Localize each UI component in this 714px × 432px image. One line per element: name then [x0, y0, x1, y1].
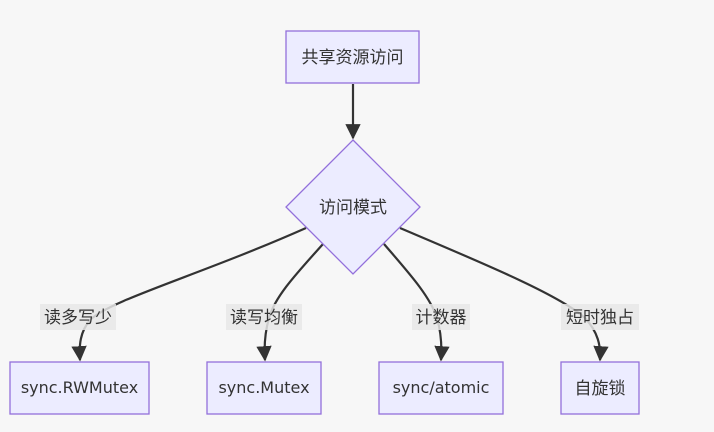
node-rwmutex[interactable]: sync.RWMutex: [9, 361, 150, 415]
edge-decision-to-spinlock: [399, 226, 609, 362]
edge-label-short-exclusive: 短时独占: [561, 304, 639, 330]
node-mutex[interactable]: sync.Mutex: [206, 361, 322, 415]
node-atomic-label: sync/atomic: [393, 378, 490, 397]
edge-label-balanced: 读写均衡: [226, 304, 302, 330]
edge-label-short-exclusive-text: 短时独占: [566, 308, 634, 328]
edge-label-counter: 计数器: [412, 304, 470, 330]
edge-label-counter-text: 计数器: [416, 308, 467, 328]
node-rwmutex-label: sync.RWMutex: [21, 378, 138, 397]
edge-label-balanced-text: 读写均衡: [230, 308, 298, 328]
node-decision-label: 访问模式: [319, 198, 387, 218]
node-mutex-label: sync.Mutex: [218, 378, 309, 397]
edge-decision-to-rwmutex: [71, 226, 307, 362]
edge-label-read-heavy: 读多写少: [40, 304, 116, 330]
edge-decision-to-atomic: [383, 243, 450, 362]
node-spinlock[interactable]: 自旋锁: [560, 361, 640, 415]
node-atomic[interactable]: sync/atomic: [378, 361, 504, 415]
node-spinlock-label: 自旋锁: [575, 379, 626, 399]
edge-decision-to-mutex: [256, 243, 324, 362]
edge-label-read-heavy-text: 读多写少: [44, 308, 112, 328]
node-root[interactable]: 共享资源访问: [285, 30, 420, 84]
node-root-label: 共享资源访问: [302, 48, 404, 68]
node-decision[interactable]: 访问模式: [285, 139, 421, 275]
